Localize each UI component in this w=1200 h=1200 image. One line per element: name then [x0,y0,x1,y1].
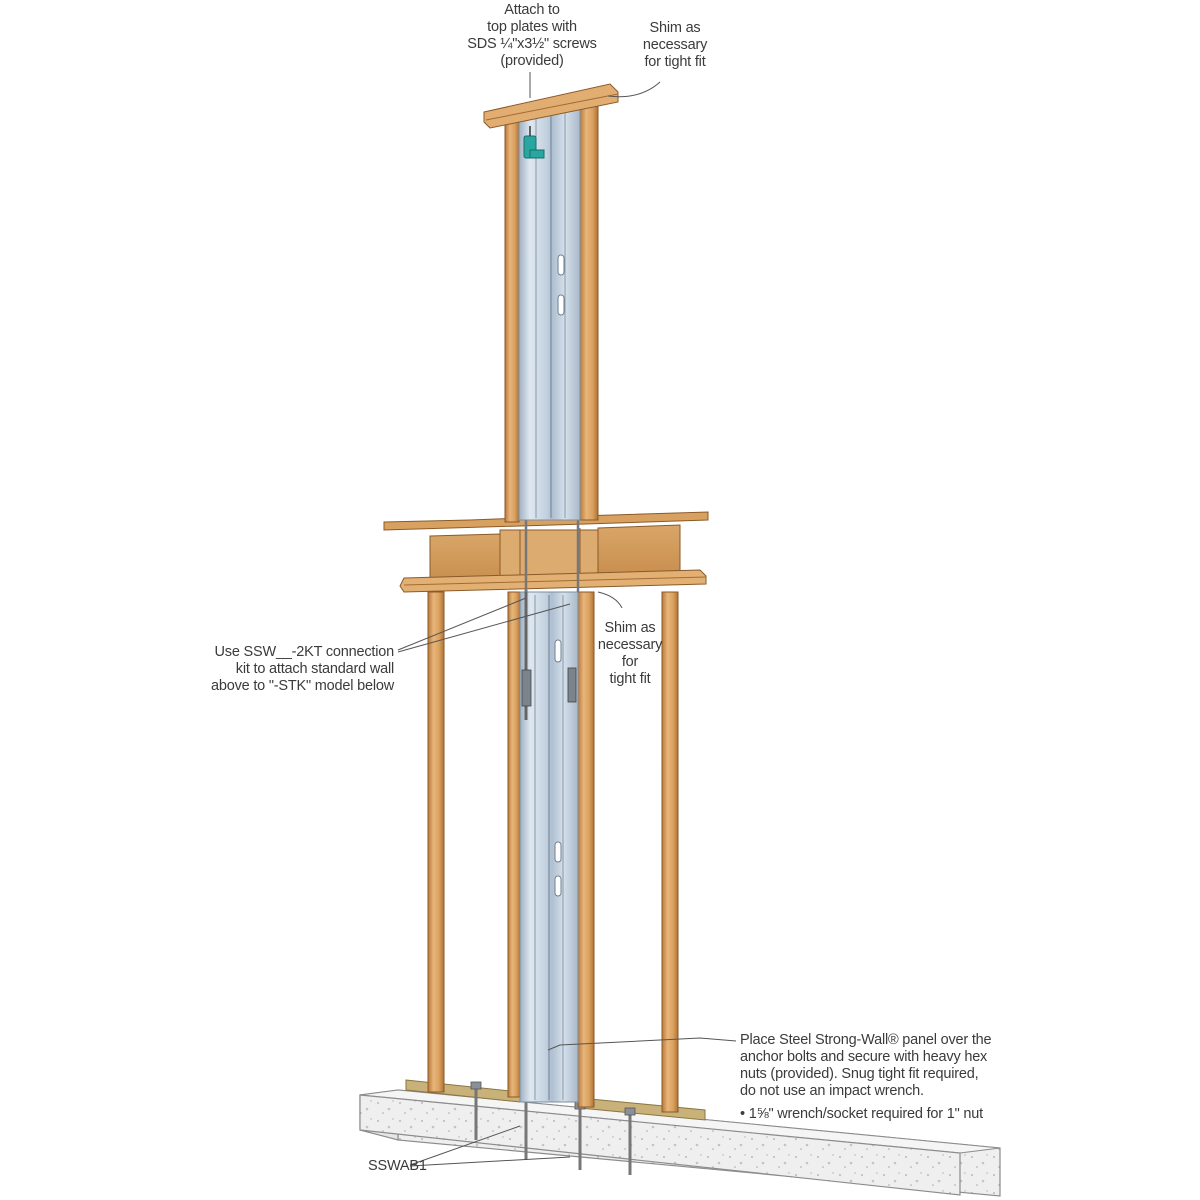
mid-shim-callout: Shim as necessary for tight fit [590,620,670,688]
callout-line: Shim as [649,20,701,36]
callout-line: do not use an impact wrench. [740,1083,924,1099]
concrete-footing [359,1089,1001,1197]
callout-line: Attach to [504,2,560,18]
anchor-bolts [474,1088,632,1175]
callout-line: necessary [597,637,663,653]
callout-line: above to "-STK" model below [210,678,394,694]
connection-kit-callout: Use SSW__-2KT connection kit to attach s… [192,644,394,695]
callout-line: tight fit [609,671,651,687]
callout-line: necessary [642,37,708,53]
callout-line: for tight fit [644,54,706,70]
callout-line: for [621,654,639,670]
callout-line: SDS ¼"x3½" screws [467,36,597,52]
drill-icon [523,126,545,159]
top-plate [483,83,619,129]
leader-lines [397,72,737,1167]
top-shim-callout: Shim as necessary for tight fit [620,20,730,71]
callout-line: top plates with [487,19,577,35]
callout-line: nuts (provided). Snug tight fit required… [740,1066,979,1082]
anchor-bolt-label: SSWAB1 [368,1158,427,1175]
wrench-note: • 1⅝" wrench/socket required for 1" nut [740,1106,983,1122]
callout-line: kit to attach standard wall [235,661,394,677]
floor-framing [383,511,709,593]
upper-steel-panel [518,107,581,521]
sswab1-label: SSWAB1 [368,1158,427,1174]
upper-studs [504,104,599,523]
callout-line: Use SSW__-2KT connection [214,644,395,660]
anchor-instructions-callout: Place Steel Strong-Wall® panel over the … [740,1032,1010,1123]
callout-line: Place Steel Strong-Wall® panel over the [740,1032,992,1048]
callout-line: (provided) [500,53,564,69]
top-attach-callout: Attach to top plates with SDS ¼"x3½" scr… [462,2,602,70]
lower-studs [427,591,679,1113]
callout-line: anchor bolts and secure with heavy hex [740,1049,988,1065]
callout-line: Shim as [604,620,656,636]
lower-steel-panel [519,590,579,1103]
